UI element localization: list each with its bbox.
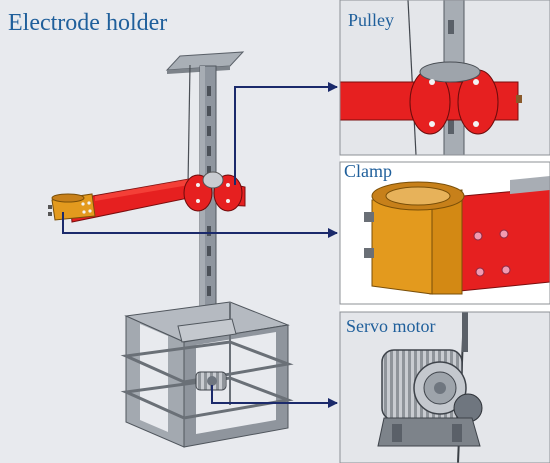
arm-pulley-cluster [183,171,243,212]
pulley-panel [339,0,550,156]
clamp-panel-border [339,161,550,305]
pulley-panel-border [339,0,550,156]
clamp-panel [340,162,550,304]
servo-motor-label: Servo motor [346,316,436,336]
servo-motor-panel [340,311,550,463]
pulley-label: Pulley [348,10,395,30]
pulley-callout-arrow [234,82,338,185]
clamp-callout-arrow [62,212,338,238]
clamp-label: Clamp [344,161,392,181]
servo-motor-callout-arrow [211,385,338,408]
servo-motor-panel-border [339,311,550,463]
base-frame [120,301,294,448]
cable-line [187,64,191,186]
figure-title: Electrode holder [8,10,168,36]
arm-clamp [48,193,96,221]
